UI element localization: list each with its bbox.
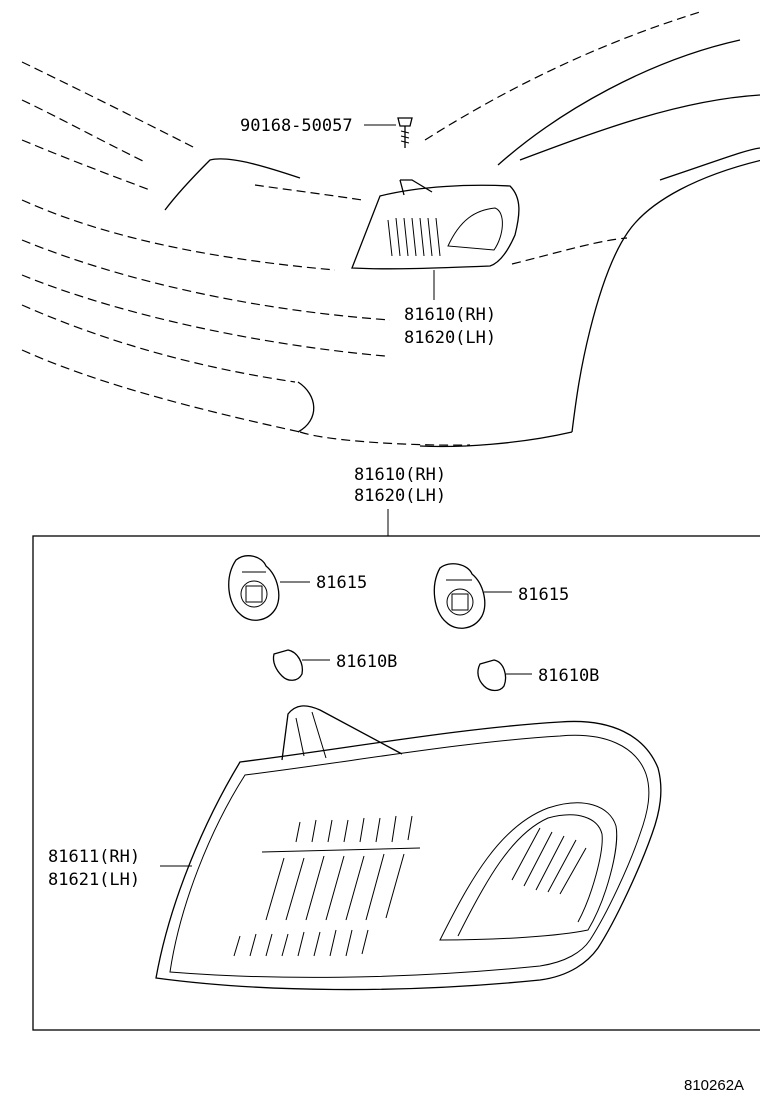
corner-lamp-lens	[155, 705, 662, 991]
diagram-reference-code: 810262A	[684, 1077, 744, 1094]
bulb-left	[272, 649, 304, 681]
socket-right-part-number: 81615	[518, 585, 569, 605]
socket-left-part-number: 81615	[316, 573, 367, 593]
bulb-socket-left	[228, 555, 280, 621]
exploded-assembly-rh-label: 81610(RH)	[354, 465, 446, 485]
bulb-socket-right	[433, 563, 486, 629]
lens-lh-part-number: 81621(LH)	[48, 870, 140, 890]
bulb-left-part-number: 81610B	[336, 652, 397, 672]
exploded-assembly-lh-label: 81620(LH)	[354, 486, 446, 506]
lamp-assembly-lh-label: 81620(LH)	[404, 328, 496, 348]
bulb-right-part-number: 81610B	[538, 666, 599, 686]
lens-rh-part-number: 81611(RH)	[48, 847, 140, 867]
screw-fastener	[397, 117, 413, 148]
lamp-assembly-rh-label: 81610(RH)	[404, 305, 496, 325]
screw-part-number: 90168-50057	[240, 116, 353, 136]
corner-lamp-installed	[351, 179, 520, 270]
bulb-right	[477, 659, 507, 692]
vehicle-body-outline	[21, 11, 760, 448]
exploded-view-frame	[32, 535, 760, 1031]
